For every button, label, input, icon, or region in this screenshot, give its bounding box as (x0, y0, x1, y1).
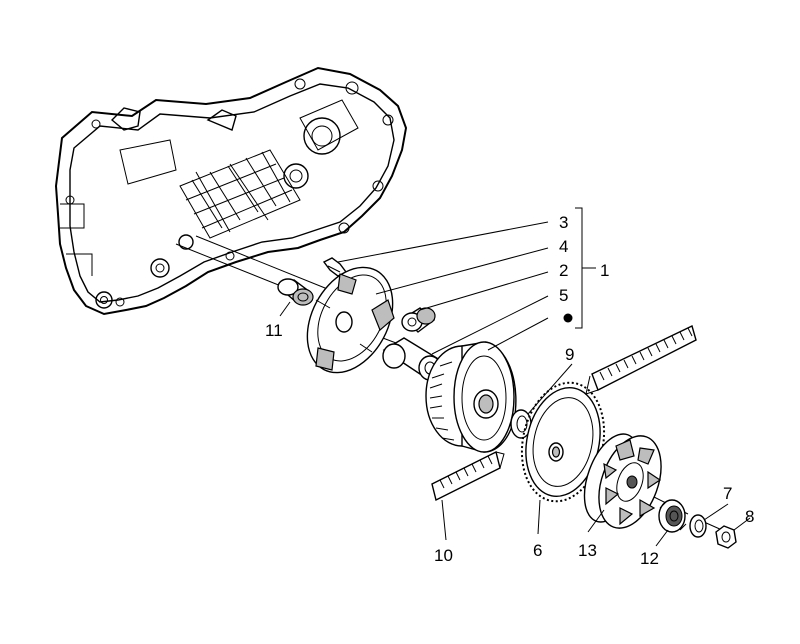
callout-label-12: 12 (640, 549, 659, 568)
bushing-11 (277, 278, 314, 306)
crankcase-cover (54, 66, 408, 316)
leader-lines (279, 221, 751, 547)
callout-label-5: 5 (559, 286, 568, 305)
callout-label-6: 6 (533, 541, 542, 560)
callout-label-1: 1 (600, 261, 609, 280)
callout-label-9: 9 (565, 345, 574, 364)
variator-pulley (425, 341, 517, 453)
sleeve-5 (382, 337, 442, 381)
fan-pulley-13 (583, 433, 662, 529)
bushing-2 (401, 307, 436, 333)
callout-label-3: 3 (559, 213, 568, 232)
washer-7 (689, 514, 707, 538)
callout-label-4: 4 (559, 237, 568, 256)
kit-bullet (563, 313, 573, 323)
callout-label-8: 8 (745, 507, 754, 526)
callout-label-7: 7 (723, 484, 732, 503)
bearing-12 (658, 499, 687, 533)
ramp-plate-4 (306, 266, 395, 374)
kit-bracket (563, 207, 596, 329)
callout-label-11: 11 (265, 321, 283, 340)
drive-belt-upper (585, 325, 697, 395)
nut-8 (715, 525, 737, 549)
callout-label-2: 2 (559, 261, 568, 280)
drive-belt-lower (431, 450, 505, 502)
callout-label-10: 10 (434, 546, 453, 565)
washer-9 (510, 409, 532, 439)
callout-label-13: 13 (578, 541, 597, 560)
